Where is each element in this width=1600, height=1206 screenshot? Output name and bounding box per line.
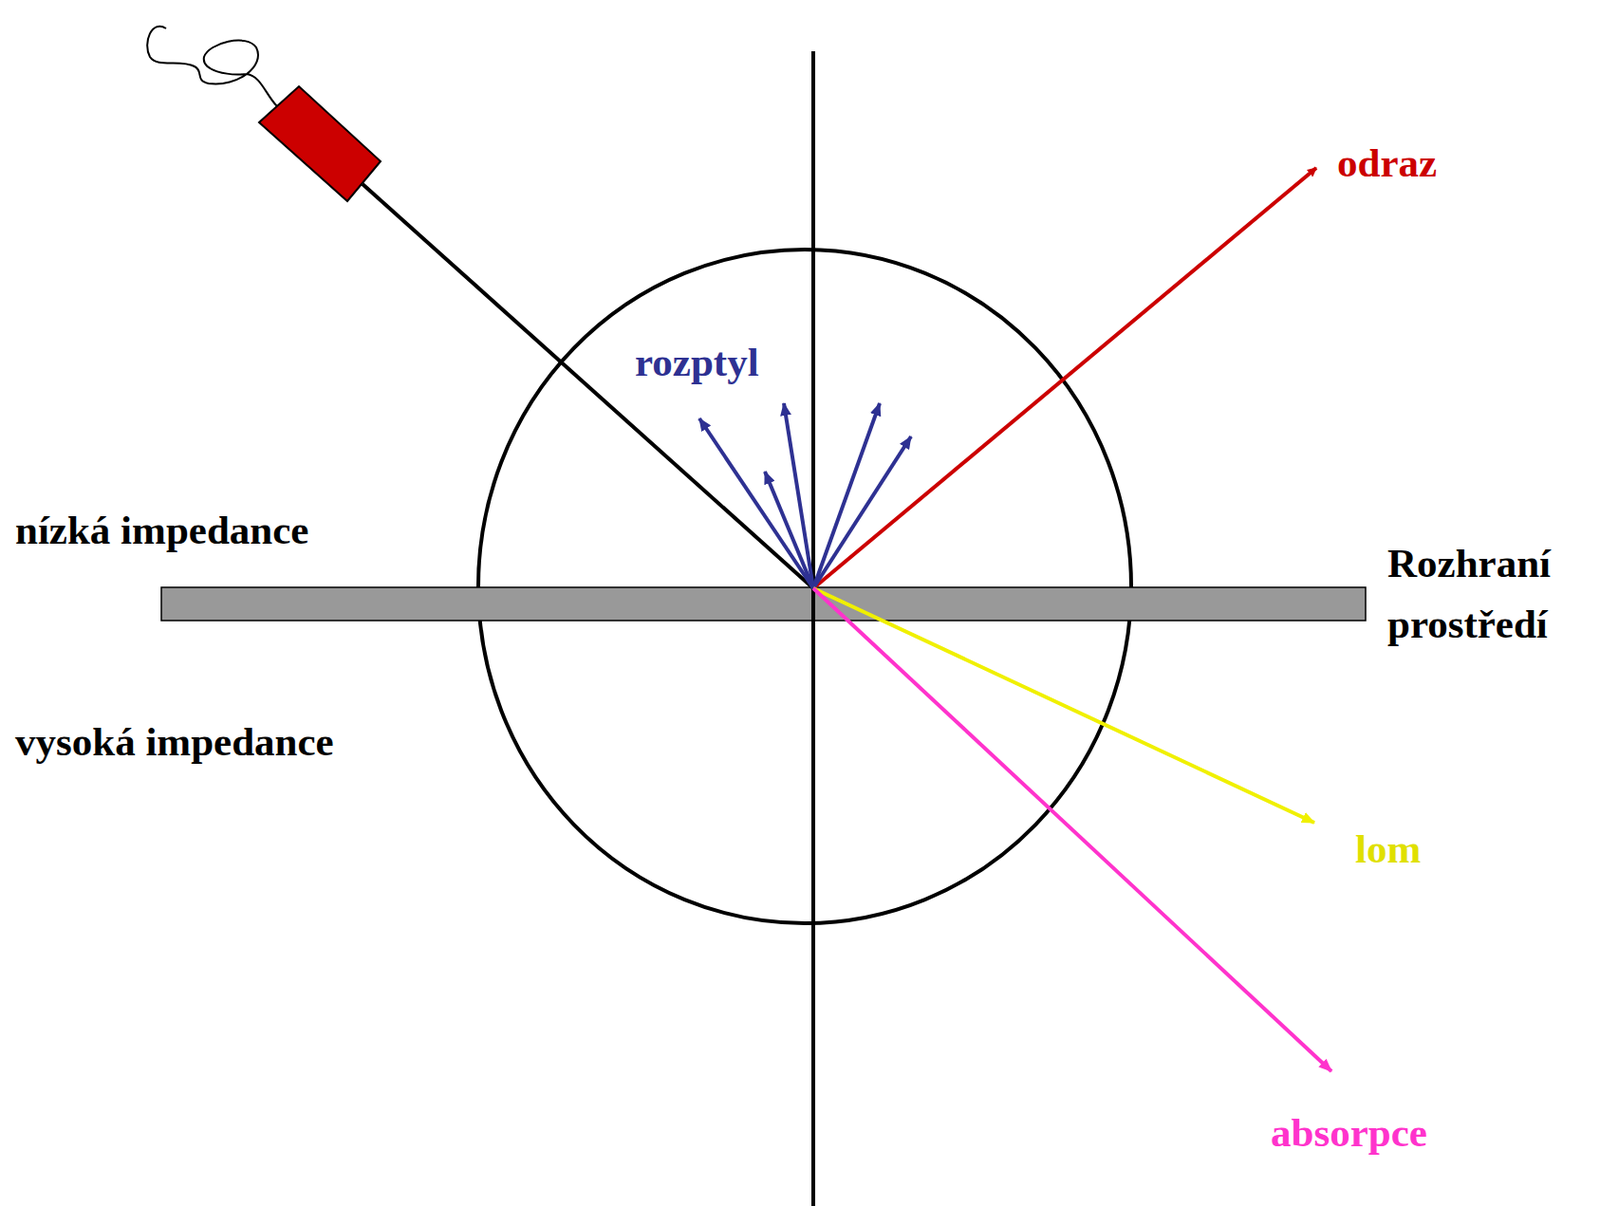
ultrasound-probe [259, 86, 381, 202]
scatter-label: rozptyl [634, 332, 760, 393]
absorption-label: absorpce [1270, 1102, 1428, 1164]
normal-line [811, 51, 816, 1206]
region-label: vysoká impedance [15, 711, 335, 773]
region-label: nízká impedance [15, 500, 309, 561]
interface-label: Rozhraní prostředí [1387, 533, 1595, 655]
refraction-label: lom [1355, 818, 1421, 880]
incident-beam [362, 184, 814, 589]
circle [478, 249, 1132, 924]
refraction-arrow [813, 588, 1315, 823]
reflection-label: odraz [1337, 132, 1437, 194]
scatter-arrows [699, 403, 912, 589]
probe-cable [147, 26, 278, 107]
absorption-arrow [813, 588, 1332, 1072]
reflection-arrow [813, 167, 1317, 589]
normal-line [811, 51, 816, 1206]
interface-band [161, 587, 1366, 621]
